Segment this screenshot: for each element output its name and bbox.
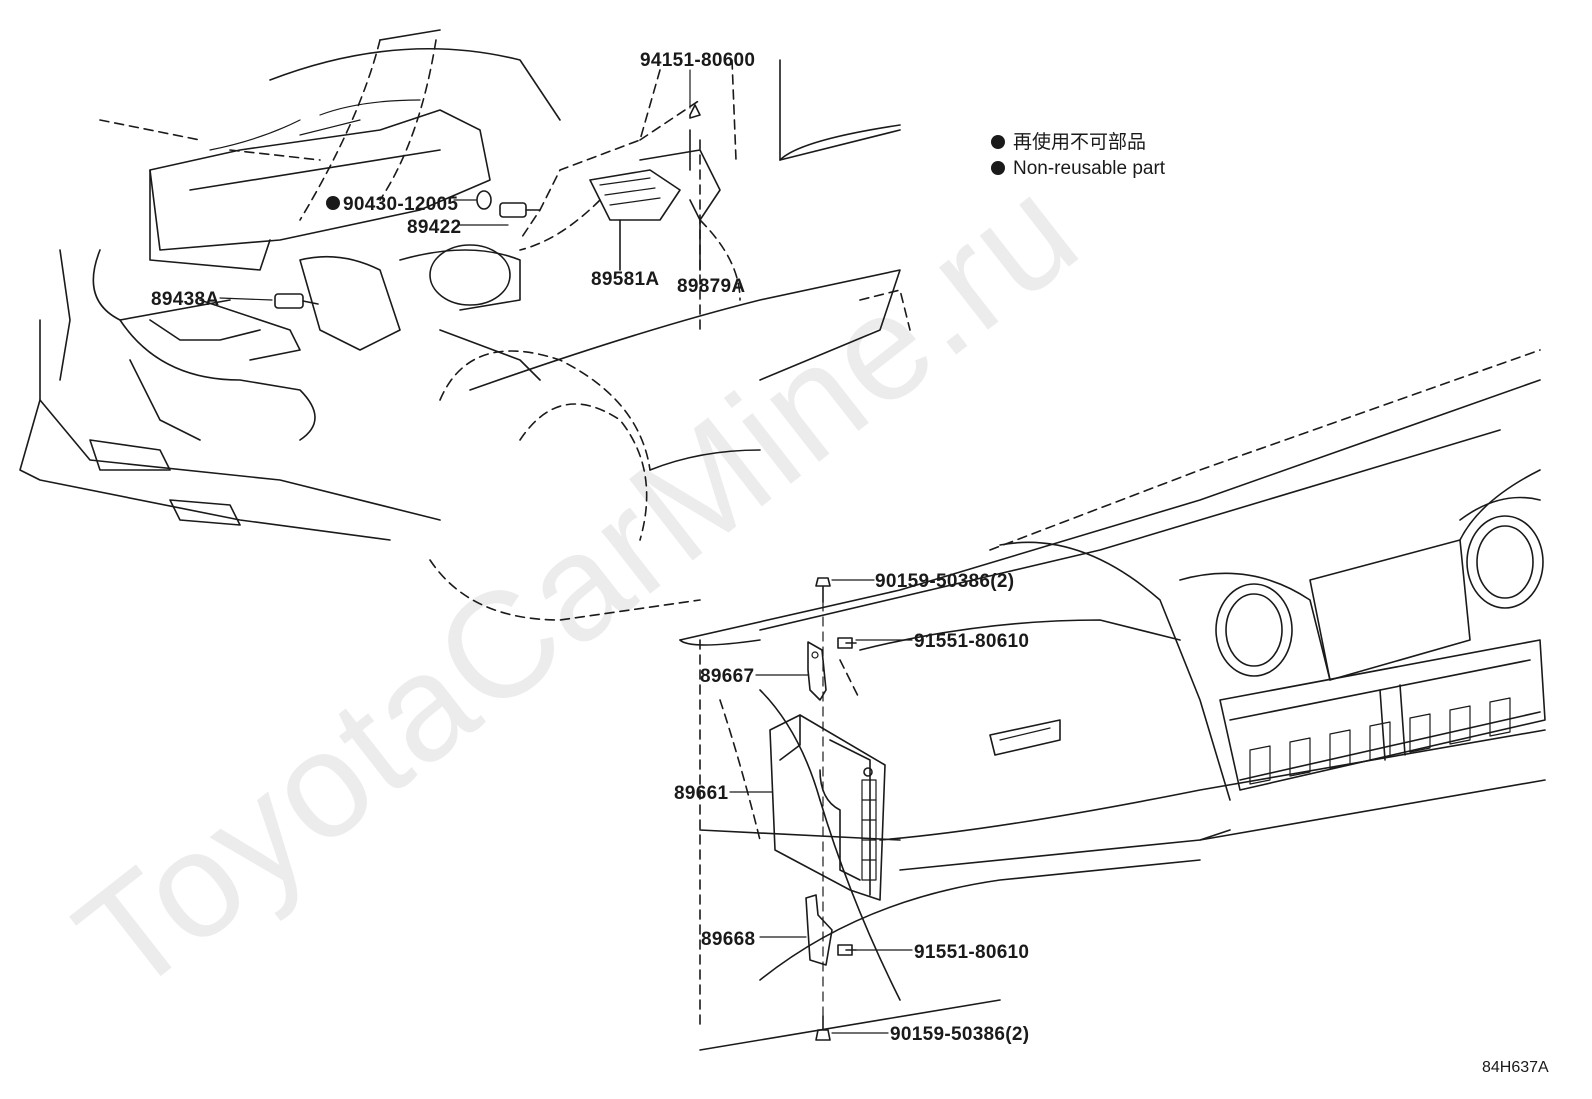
bracket-89667-illustration: [807, 641, 827, 701]
engine-bay-illustration: [19, 29, 911, 621]
bracket-89879A-illustration: [639, 104, 721, 271]
label-91551-80610-bottom: 91551-80610: [914, 942, 1029, 963]
sensor-89438A-illustration: [274, 293, 319, 309]
bracket-89668-illustration: [805, 894, 833, 966]
legend-en-text: Non-reusable part: [1013, 158, 1166, 179]
label-89661: 89661: [674, 783, 728, 804]
figure-code: 84H637A: [1482, 1059, 1549, 1076]
label-90159-50386-top: 90159-50386(2): [875, 571, 1014, 592]
label-89667: 89667: [700, 666, 754, 687]
bolts-illustration: [815, 577, 857, 1041]
label-89879A: 89879A: [677, 276, 745, 297]
non-reusable-bullet-icon: [326, 196, 340, 210]
legend-bullet-icon-en: [991, 161, 1005, 175]
legend: 再使用不可部品 Non-reusable part: [991, 131, 1166, 179]
ecu-89661-illustration: [769, 714, 886, 901]
label-89438A: 89438A: [151, 289, 219, 310]
bottom-leader-lines: [729, 579, 913, 1034]
vehicle-front-illustration: [679, 349, 1546, 1051]
label-90159-50386-bottom: 90159-50386(2): [890, 1024, 1029, 1045]
label-89581A: 89581A: [591, 269, 659, 290]
legend-bullet-icon-jp: [991, 135, 1005, 149]
legend-jp-text: 再使用不可部品: [1013, 131, 1146, 153]
label-89668: 89668: [701, 929, 755, 950]
sensor-89422-illustration: [476, 190, 541, 218]
top-leader-lines: [219, 69, 691, 301]
label-89422: 89422: [407, 217, 461, 238]
label-90430-12005: 90430-12005: [343, 194, 458, 215]
module-89581A-illustration: [589, 169, 681, 271]
label-91551-80610-top: 91551-80610: [914, 631, 1029, 652]
label-94151-80600: 94151-80600: [640, 50, 755, 71]
